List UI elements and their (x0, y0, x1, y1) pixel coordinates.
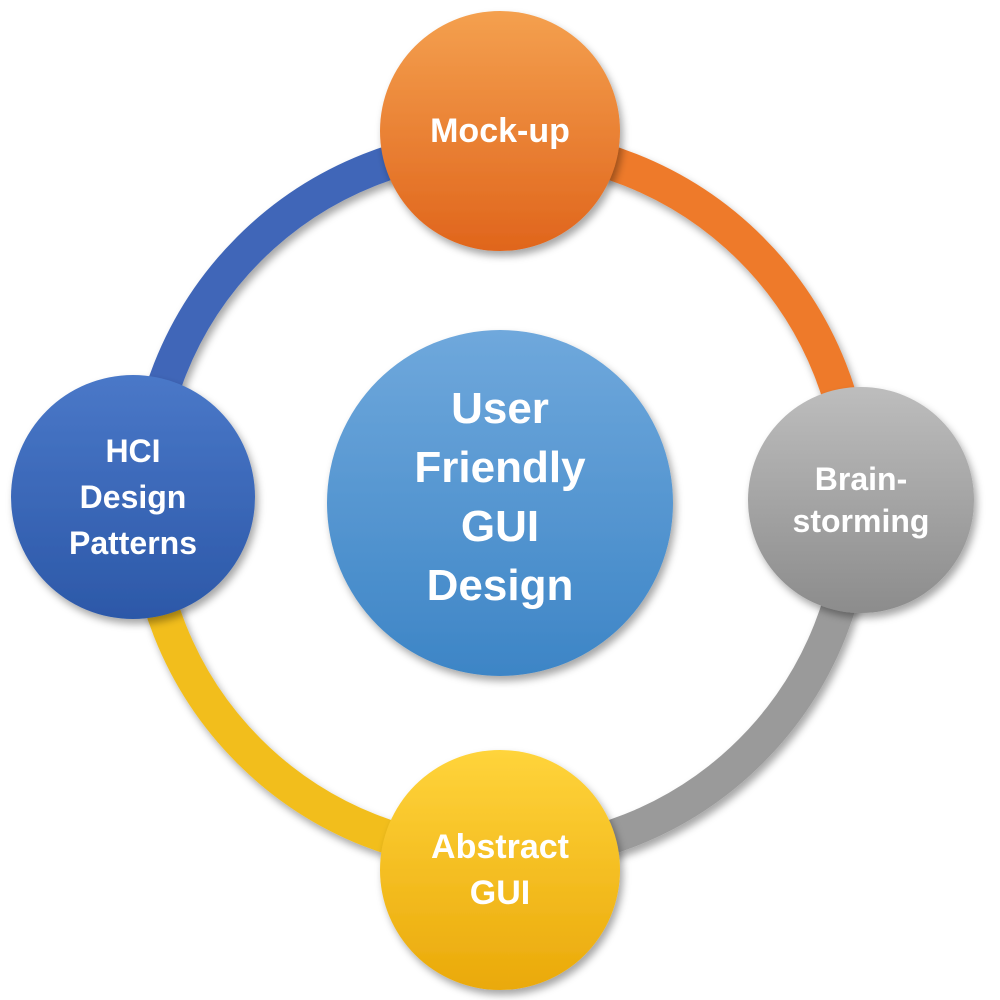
center-label-line-1: User (451, 384, 549, 433)
node-brainstorming: Brain-storming (748, 387, 974, 613)
center-label-line-2: Friendly (414, 443, 586, 492)
node-label-abstract-gui-line-2: GUI (470, 874, 530, 912)
node-label-hci-design-patterns-line-2: Design (80, 479, 187, 515)
node-label-abstract-gui-line-1: Abstract (431, 828, 569, 866)
node-label-hci-design-patterns-line-3: Patterns (69, 525, 197, 561)
node-circle-hci-design-patterns (11, 375, 255, 619)
node-label-hci-design-patterns-line-1: HCI (105, 433, 160, 469)
node-circle-brainstorming (748, 387, 974, 613)
node-label-mockup-line-1: Mock-up (430, 112, 570, 150)
center-circle (327, 330, 673, 676)
node-mockup: Mock-up (380, 11, 620, 251)
node-label-brainstorming-line-1: Brain- (815, 461, 907, 497)
node-circle-mockup (380, 11, 620, 251)
center-label-line-4: Design (427, 561, 574, 610)
center-label-line-3: GUI (461, 502, 539, 551)
node-circle-abstract-gui (380, 750, 620, 990)
outer-nodes: Mock-upBrain-stormingAbstractGUIHCIDesig… (11, 11, 974, 990)
node-label-brainstorming-line-2: storming (793, 503, 930, 539)
